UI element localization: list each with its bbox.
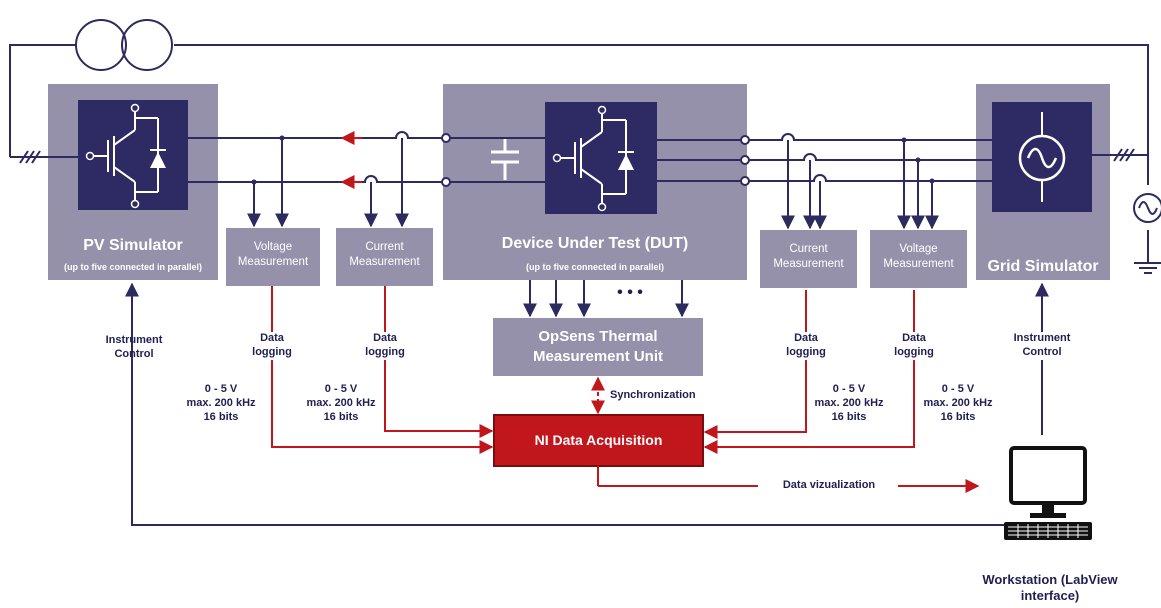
data-logging-1-line2: logging [252,345,292,358]
power-wiring [10,131,1149,262]
dut-subtitle: (up to five connected in parallel) [525,262,665,272]
synchronization-label: Synchronization [610,389,696,401]
spec-4-line1: 0 - 5 V [941,383,975,395]
spec-3-line3: 16 bits [831,410,867,423]
current-measurement-left-line1: Current [365,241,404,253]
pv-simulator-subtitle: (up to five connected in parallel) [63,262,203,272]
capacitor-icon [491,138,519,180]
voltage-measurement-left-line2: Measurement [237,255,309,268]
voltage-measurement-left-line1: Voltage [253,241,293,253]
transformer-icon [75,19,173,71]
instrument-control-right-label: Instrument Control [998,332,1086,360]
data-logging-label-1: Data logging [247,332,297,360]
current-measurement-left-block[interactable] [336,228,433,286]
more-channels-dots: • • • [617,284,643,301]
voltage-measurement-right-label: Voltage Measurement [870,242,967,272]
data-logging-2-line1: Data [373,332,397,344]
workstation-line2: interface) [1020,588,1080,604]
current-measurement-right-label: Current Measurement [760,242,857,272]
workstation-icon[interactable] [1004,446,1092,540]
data-logging-label-3: Data logging [781,332,831,360]
igbt-module-icon [78,100,188,210]
instrument-control-left-line1: Instrument [105,334,163,346]
spec-4-line2: max. 200 kHz [923,396,993,409]
ni-daq-title: NI Data Acquisition [534,432,663,448]
voltage-measurement-left-label: Voltage Measurement [226,240,320,270]
measurement-taps [247,138,939,318]
data-logging-4-line2: logging [894,345,934,358]
opsens-line2: Measurement Unit [532,347,664,365]
spec-1-line2: max. 200 kHz [186,396,256,409]
spec-2-line2: max. 200 kHz [306,396,376,409]
current-measurement-left-line2: Measurement [349,255,420,268]
spec-4-line3: 16 bits [940,410,976,423]
spec-2-line3: 16 bits [323,410,359,423]
spec-1-line1: 0 - 5 V [204,383,238,395]
current-measurement-left-label: Current Measurement [336,240,433,270]
spec-label-3: 0 - 5 V max. 200 kHz 16 bits [806,383,892,424]
data-visualization-label: Data vizualization [782,479,876,491]
ground-icon [1134,262,1161,274]
instrument-control-left-label: Instrument Control [92,334,176,362]
igbt-module-icon [545,102,657,214]
spec-label-4: 0 - 5 V max. 200 kHz 16 bits [915,383,1001,424]
opsens-line1: OpSens Thermal [538,328,658,345]
grid-simulator-title: Grid Simulator [987,258,1099,275]
opsens-label: OpSens Thermal Measurement Unit [493,327,703,366]
pv-simulator-title: PV Simulator [83,237,183,254]
data-logging-1-line1: Data [260,332,284,344]
spec-3-line2: max. 200 kHz [814,396,884,409]
spec-1-line3: 16 bits [203,410,239,423]
voltage-measurement-right-line1: Voltage [899,243,938,255]
sine-source-icon [992,102,1092,212]
data-logging-label-2: Data logging [360,332,410,360]
current-direction-arrows [340,131,362,189]
data-logging-3-line1: Data [794,332,818,344]
spec-label-1: 0 - 5 V max. 200 kHz 16 bits [178,383,264,424]
opsens-block[interactable] [493,318,703,376]
junction-dots [251,133,935,187]
instrument-control-lines [125,282,1049,526]
ac-source-icon [1133,193,1161,223]
data-logging-3-line2: logging [786,345,826,358]
spec-3-line1: 0 - 5 V [832,383,866,395]
ni-daq-block[interactable] [493,414,704,467]
voltage-measurement-left-block[interactable] [226,228,320,286]
dut-title: Device Under Test (DUT) [501,235,689,252]
current-measurement-right-line2: Measurement [773,257,844,270]
instrument-control-left-line2: Control [114,347,154,360]
workstation-label: Workstation (LabView interface) [950,572,1150,605]
current-measurement-right-line1: Current [789,243,828,255]
current-measurement-right-block[interactable] [760,230,857,288]
workstation-line1: Workstation (LabView [982,572,1118,587]
data-logging-2-line2: logging [365,345,405,358]
instrument-control-right-line2: Control [1022,345,1062,358]
instrument-control-right-line1: Instrument [1013,332,1071,344]
spec-2-line1: 0 - 5 V [324,383,358,395]
spec-label-2: 0 - 5 V max. 200 kHz 16 bits [298,383,384,424]
data-logging-label-4: Data logging [889,332,939,360]
voltage-measurement-right-line2: Measurement [883,257,954,270]
voltage-measurement-right-block[interactable] [870,230,967,288]
data-logging-4-line1: Data [902,332,926,344]
transformer-loop [9,19,1149,185]
